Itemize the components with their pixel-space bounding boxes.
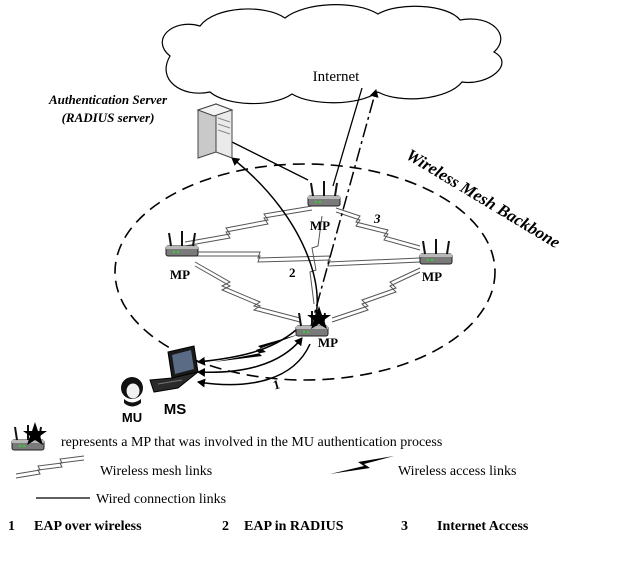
mesh-links — [184, 205, 421, 323]
step-text: EAP in RADIUS — [244, 519, 344, 534]
legend-star-mp: represents a MP that was involved in the… — [11, 422, 442, 451]
legend: represents a MP that was involved in the… — [11, 422, 516, 507]
mesh-link-left-right — [190, 251, 421, 263]
star-icon — [23, 422, 47, 445]
wired-link-mp-server — [223, 137, 309, 181]
lightning-icon — [214, 334, 300, 362]
mesh-point-label: MP — [170, 267, 190, 282]
step-text: Internet Access — [437, 519, 529, 534]
legend-mesh-text: Wireless mesh links — [100, 464, 212, 479]
legend-star-text: represents a MP that was involved in the… — [61, 435, 442, 450]
mesh-point-left: MP — [165, 230, 199, 282]
step-label-3: 3 — [373, 211, 381, 226]
router-icon — [165, 230, 199, 257]
station-label: MS — [164, 401, 187, 418]
user-label: MU — [122, 410, 142, 425]
flow-eap-wireless-2 — [197, 337, 303, 377]
mesh-point-label: MP — [422, 269, 442, 284]
step-label-1: 1 — [271, 376, 281, 392]
step-label-2: 2 — [289, 265, 296, 280]
mesh-link-top-left — [184, 205, 313, 243]
legend-wired-text: Wired connection links — [96, 492, 226, 507]
mesh-point-bottom: MP — [295, 306, 338, 350]
server-label-line2: (RADIUS server) — [62, 110, 155, 125]
mesh-point-label: MP — [310, 218, 330, 233]
legend-access-text: Wireless access links — [398, 464, 516, 479]
legend-access-links: Wireless access links — [330, 456, 516, 479]
mesh-point-label: MP — [318, 335, 338, 350]
laptop-icon — [149, 345, 199, 393]
steps-legend: 1 EAP over wireless 2 EAP in RADIUS 3 In… — [8, 519, 529, 534]
lightning-icon — [330, 456, 394, 474]
mesh-link-left-bottom — [194, 261, 301, 319]
cloud-icon — [161, 4, 503, 105]
router-icon — [419, 238, 453, 265]
backbone-boundary — [114, 163, 496, 381]
legend-wired-links: Wired connection links — [36, 492, 226, 507]
step-num: 3 — [401, 519, 408, 534]
flow-internet-access — [309, 89, 379, 331]
mesh-link-top-right — [335, 207, 421, 247]
wired-link-mp-internet — [332, 87, 363, 187]
user-icon — [121, 377, 143, 407]
server-label-line1: Authentication Server — [48, 92, 168, 107]
server-icon — [196, 103, 234, 159]
flow-eap-radius — [231, 157, 318, 331]
flow-eap-wireless-3 — [197, 343, 311, 388]
legend-mesh-links: Wireless mesh links — [15, 455, 212, 479]
mesh-point-top: MP — [307, 180, 341, 233]
step-num: 2 — [222, 519, 229, 534]
step-text: EAP over wireless — [34, 519, 142, 534]
router-icon — [307, 180, 341, 207]
step-num: 1 — [8, 519, 15, 534]
star-icon — [307, 306, 331, 329]
mesh-link-right-bottom — [331, 267, 421, 319]
cloud-label: Internet — [313, 69, 360, 85]
mesh-point-right: MP — [419, 238, 453, 284]
mesh-link-top-bottom — [309, 215, 323, 305]
